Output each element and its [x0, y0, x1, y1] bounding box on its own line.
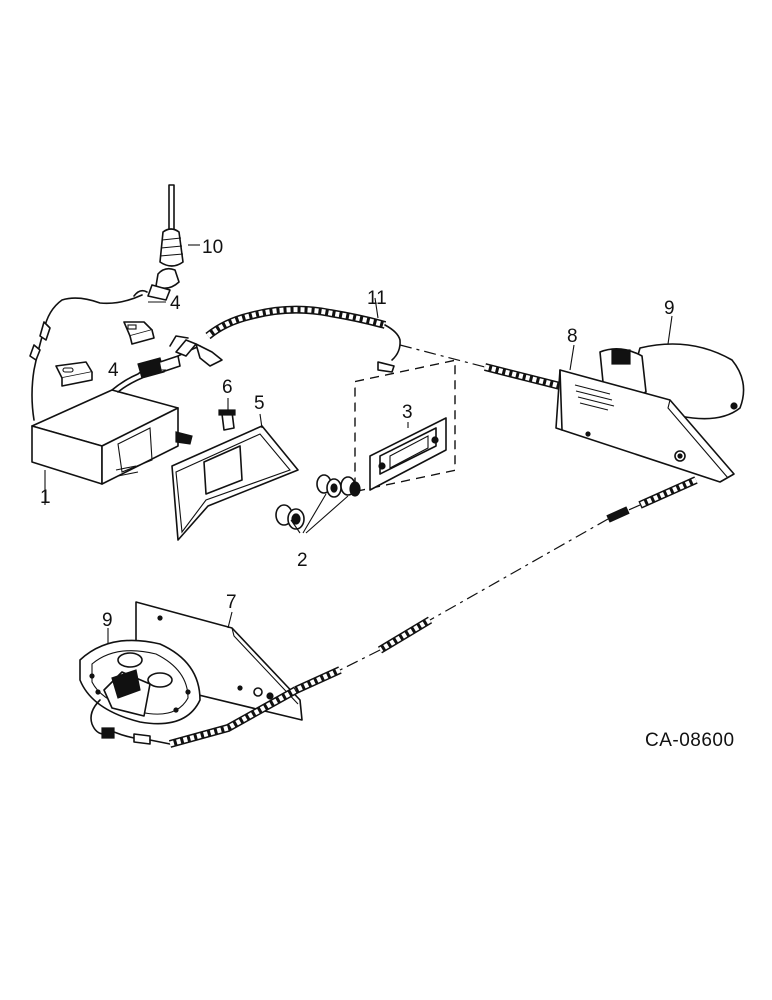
lamp-group-outline	[354, 359, 456, 493]
bracket-upper	[123, 321, 155, 345]
callout-8: 8	[567, 326, 578, 347]
callout-6: 6	[222, 377, 233, 398]
bracket-lower	[55, 361, 93, 387]
knob-1	[275, 504, 305, 530]
radio-unit	[31, 389, 193, 485]
callout-7: 7	[226, 592, 237, 613]
callout-9-right: 9	[664, 298, 675, 319]
radio-harness	[111, 335, 223, 393]
callout-4-upper: 4	[170, 293, 181, 314]
callout-2: 2	[297, 550, 308, 571]
screw	[218, 409, 236, 431]
mounting-plate	[171, 425, 299, 541]
callout-4-lower: 4	[108, 360, 119, 381]
indicator-lamp	[369, 417, 447, 491]
speaker-left-wire	[90, 699, 171, 745]
knob-2	[316, 474, 342, 498]
door-panel-right	[555, 369, 735, 483]
callout-10: 10	[202, 237, 223, 258]
antenna	[133, 184, 184, 301]
callout-1: 1	[40, 487, 51, 508]
knob-3	[340, 476, 361, 497]
antenna-cable	[31, 294, 143, 421]
callout-5: 5	[254, 393, 265, 414]
speaker-left	[79, 639, 201, 725]
callout-11: 11	[367, 288, 387, 309]
callout-9-left: 9	[102, 610, 113, 631]
callout-3: 3	[402, 402, 413, 423]
reference-code: CA-08600	[645, 730, 735, 751]
